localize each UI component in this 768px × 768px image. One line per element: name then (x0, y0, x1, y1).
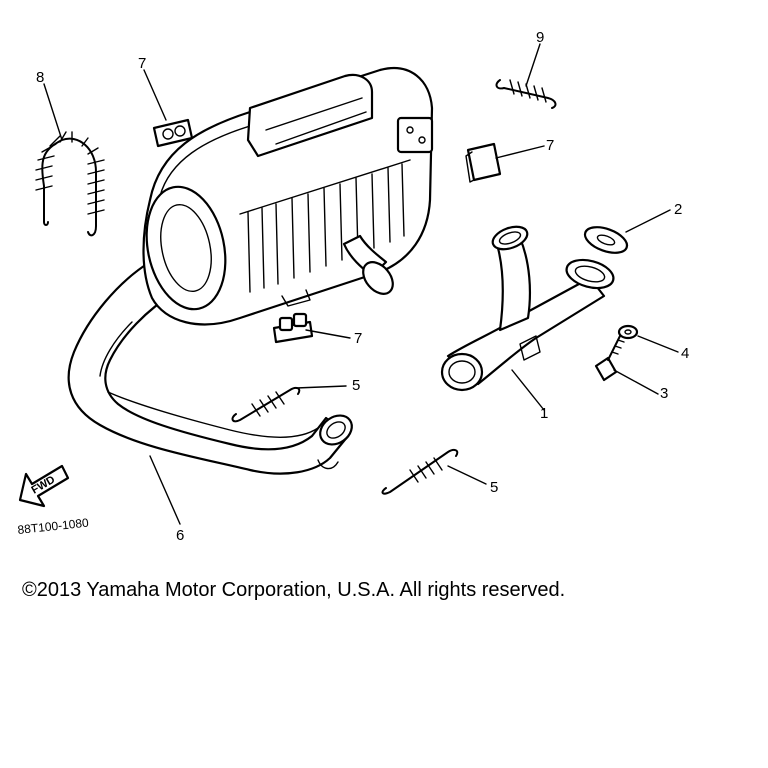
callout-5-lower: 5 (490, 479, 498, 496)
rubber-damper-top-left (152, 118, 194, 148)
washer (617, 324, 639, 340)
callout-8: 8 (36, 69, 44, 86)
callout-6: 6 (176, 527, 184, 544)
callout-7-top-left: 7 (138, 55, 146, 72)
callout-7-bottom: 7 (354, 330, 362, 347)
callout-4: 4 (681, 345, 689, 362)
rubber-damper-right (465, 142, 502, 183)
rubber-damper-bottom (272, 312, 314, 344)
long-spring (35, 131, 105, 237)
leader-lines (43, 43, 679, 525)
callout-3: 3 (660, 385, 668, 402)
short-spring-top (495, 79, 557, 109)
bolt (594, 327, 625, 382)
callout-2: 2 (674, 201, 682, 218)
muffler (142, 67, 434, 326)
forward-arrow: FWD (18, 464, 70, 508)
callout-9: 9 (536, 29, 544, 46)
callout-numbers: 8 7 9 7 2 7 4 3 1 5 5 6 (36, 29, 689, 544)
spring-upper (231, 386, 301, 423)
callout-7-right: 7 (546, 137, 554, 154)
spring-lower (381, 448, 459, 495)
drawing-code: 88T100-1080 (17, 516, 90, 537)
callout-5-upper: 5 (352, 377, 360, 394)
gasket (583, 226, 629, 254)
copyright-notice: ©2013 Yamaha Motor Corporation, U.S.A. A… (22, 579, 566, 601)
exhaust-pipe (67, 260, 353, 475)
exhaust-joint (440, 225, 615, 392)
callout-1: 1 (540, 405, 548, 422)
